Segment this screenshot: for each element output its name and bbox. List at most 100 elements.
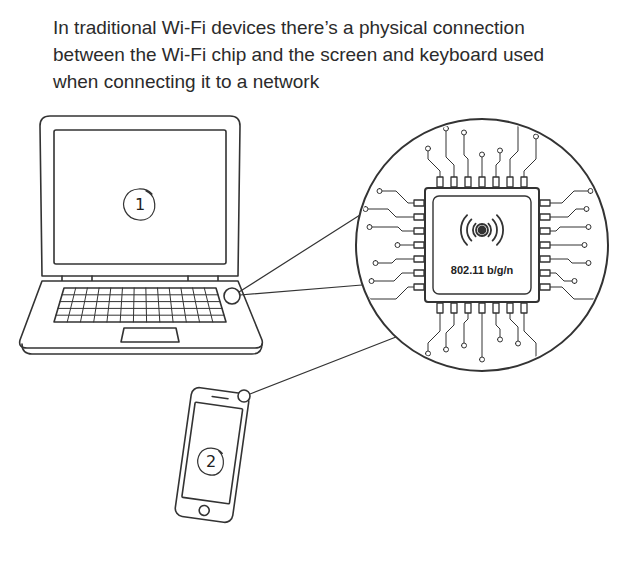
chip-pin <box>437 303 443 313</box>
trace-group <box>363 189 414 302</box>
circuit-trace <box>550 259 586 263</box>
leader-line <box>250 337 396 394</box>
chip-pin <box>540 214 550 220</box>
leader-line <box>239 215 360 292</box>
phone-body <box>174 387 250 524</box>
trace-pad <box>480 357 485 362</box>
circuit-trace <box>482 157 483 177</box>
trace-pad <box>582 243 587 248</box>
laptop-base-edge <box>22 344 262 354</box>
circuit-trace <box>496 153 500 177</box>
circuit-traces <box>363 120 605 368</box>
pin-group <box>437 303 527 313</box>
chip-pin <box>540 256 550 262</box>
circuit-trace <box>524 139 536 177</box>
trace-group <box>550 189 605 302</box>
chip-pin <box>479 303 485 313</box>
chip-pin <box>493 303 499 313</box>
circuit-trace <box>464 313 468 343</box>
chip-pins <box>414 177 550 313</box>
circuit-trace <box>400 245 414 246</box>
laptop-base <box>20 281 263 348</box>
chip-label: 802.11 b/g/n <box>451 264 513 277</box>
trace-pad <box>377 189 382 194</box>
chip-pin <box>540 270 550 276</box>
trace-pad <box>369 279 374 284</box>
zoom-marker <box>224 288 240 304</box>
circuit-trace <box>482 313 483 357</box>
laptop-drawing <box>20 116 362 354</box>
callout-circle <box>196 446 225 476</box>
chip-pin <box>414 200 424 206</box>
wifi-arc <box>473 224 491 237</box>
trace-pad <box>444 126 449 131</box>
chip-pin <box>437 177 443 187</box>
wifi-symbol <box>461 215 503 245</box>
chip-pin <box>521 303 527 313</box>
circuit-trace <box>496 313 500 337</box>
circuit-trace <box>368 209 414 217</box>
circuit-trace <box>550 273 572 281</box>
circuit-trace <box>510 313 518 341</box>
trace-pad <box>600 297 605 302</box>
chip-pin <box>414 270 424 276</box>
lens-circle <box>356 119 608 371</box>
chip-pin <box>479 177 485 187</box>
pin-group <box>414 200 424 290</box>
trace-pad <box>444 347 449 352</box>
chip-pin <box>540 228 550 234</box>
wifi-arc <box>461 215 503 245</box>
trace-pad <box>462 130 467 135</box>
wifi-ring <box>476 224 488 236</box>
trace-pad <box>534 363 539 368</box>
circuit-trace <box>372 227 414 231</box>
phone-screen <box>182 402 243 504</box>
callout-circle <box>124 189 155 220</box>
circuit-trace <box>370 287 414 299</box>
chip-pin <box>540 242 550 248</box>
chip-inner <box>433 196 531 294</box>
phone-drawing <box>174 337 396 523</box>
pin-group <box>437 177 527 187</box>
trace-pad <box>373 261 378 266</box>
trace-pad <box>363 207 368 212</box>
circuit-trace <box>510 125 518 177</box>
chip-pin <box>540 200 550 206</box>
circuit-trace <box>550 245 582 246</box>
chip-pin <box>507 303 513 313</box>
leader-line <box>240 285 362 295</box>
chip-pin <box>414 214 424 220</box>
chip-pin <box>540 284 550 290</box>
circuit-trace <box>374 273 414 281</box>
circuit-trace <box>446 131 454 177</box>
trace-pad <box>367 225 372 230</box>
trace-pad <box>480 152 485 157</box>
trace-pad <box>365 297 370 302</box>
chip-pin <box>414 228 424 234</box>
chip-pin <box>414 242 424 248</box>
trackpad <box>121 328 179 342</box>
chip-pin <box>493 177 499 187</box>
callout-number: 1 <box>135 196 145 214</box>
trace-pad <box>498 148 503 153</box>
circuit-trace <box>464 135 468 177</box>
chip-pin <box>451 177 457 187</box>
chip-pin <box>414 284 424 290</box>
circuit-trace <box>550 287 600 299</box>
chip-box: 802.11 b/g/n <box>424 187 540 303</box>
zoom-lens <box>356 119 608 371</box>
zoom-marker <box>238 390 250 402</box>
chip-pin <box>521 177 527 187</box>
chip-pin <box>465 177 471 187</box>
wifi-dot <box>479 227 486 234</box>
laptop-lid <box>40 116 240 276</box>
laptop-screen <box>54 130 226 264</box>
circuit-trace <box>382 191 414 203</box>
trace-pad <box>584 207 589 212</box>
keyboard-outline <box>54 288 226 322</box>
trace-pad <box>426 146 431 151</box>
circuit-trace <box>378 259 414 263</box>
circuit-trace <box>550 227 586 231</box>
trace-pad <box>395 243 400 248</box>
